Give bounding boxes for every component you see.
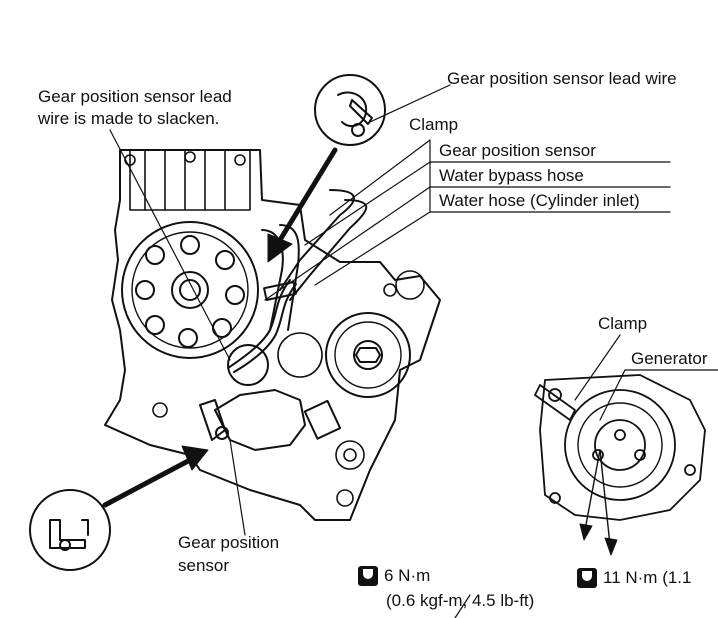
label-gear-position-sensor-line1: Gear position (178, 533, 280, 552)
label-slacken-line1: Gear position sensor lead (38, 87, 232, 106)
torque-value: 6 N·m (384, 566, 431, 585)
pointer-arrows (102, 147, 618, 556)
torque-spec-6nm: 6 N·m (358, 566, 430, 586)
torque-wrench-icon (358, 566, 378, 586)
generator-assembly (534, 374, 706, 521)
gear-position-sensor-body (199, 389, 342, 451)
sensor-lead-wire (227, 279, 297, 386)
bracket-detail-inset (29, 489, 111, 571)
label-water-bypass-hose: Water bypass hose (439, 165, 584, 186)
label-generator: Generator (631, 348, 708, 369)
crankcase-outline (104, 149, 441, 521)
label-clamp-top: Clamp (409, 115, 459, 134)
label-lead-wire-top: Gear position sensor lead wire (447, 69, 677, 88)
lower-cover (152, 270, 425, 507)
clamp-detail-inset (314, 74, 386, 146)
cam-sprocket (121, 221, 259, 359)
torque-value: 11 N·m (1.1 (603, 568, 692, 587)
crank-sprocket (325, 312, 411, 398)
label-gear-position-sensor-line2: sensor (178, 556, 230, 575)
torque-wrench-icon (577, 568, 597, 588)
cylinder-head (124, 149, 251, 211)
label-slacken-line2: wire is made to slacken. (38, 109, 220, 128)
label-gear-position-sensor-table: Gear position sensor (439, 140, 596, 161)
leader-lines (109, 84, 718, 618)
torque-spec-11nm: 11 N·m (1.1 (577, 568, 692, 588)
torque-detail-6nm: (0.6 kgf-m, 4.5 lb-ft) (386, 591, 535, 610)
water-hoses (261, 189, 368, 331)
label-clamp-right: Clamp (598, 314, 648, 333)
label-water-hose-cylinder-inlet: Water hose (Cylinder inlet) (439, 190, 640, 211)
